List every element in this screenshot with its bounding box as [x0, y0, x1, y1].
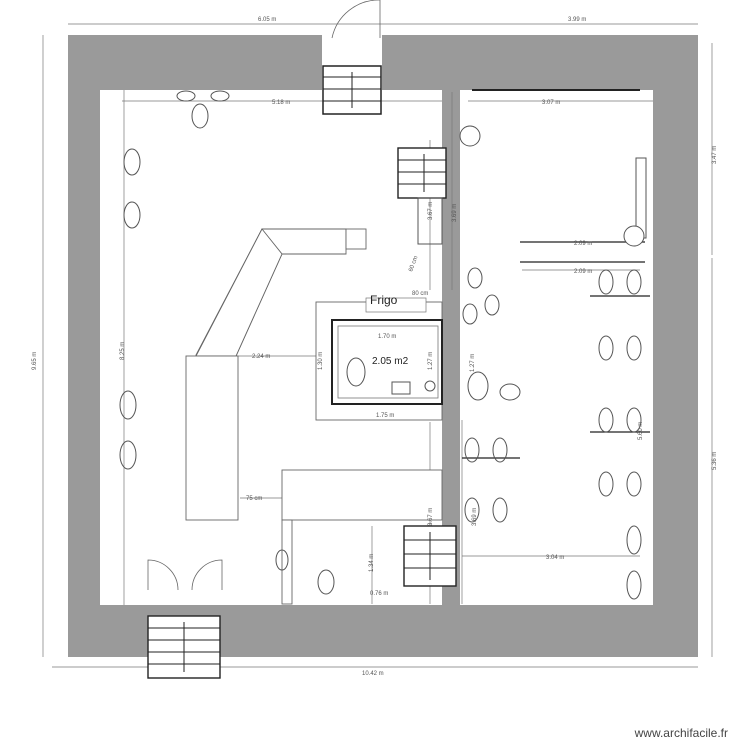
dim-small-h: 1.34 m — [369, 554, 375, 572]
dim-kitchen-top: 1.70 m — [378, 334, 396, 340]
dim-top-right: 3.99 m — [568, 17, 586, 23]
dim-inner-left-height: 8.25 m — [120, 342, 126, 360]
dim-frigo-diag: 60 cm — [408, 255, 419, 272]
dim-stair-height: 3.67 m — [428, 202, 434, 220]
right-room-furniture — [459, 89, 650, 459]
stair-lower — [403, 525, 457, 587]
chairs — [119, 90, 642, 600]
stair-upper — [397, 147, 447, 245]
dim-kitchen-right: 1.27 m — [428, 352, 434, 370]
entrance-door — [147, 559, 223, 679]
dim-kitchen-bottom: 1.75 m — [376, 413, 394, 419]
bar-counter — [185, 228, 367, 521]
dim-right-mid: 5.60 m — [638, 422, 644, 440]
dim-left-total: 9.65 m — [32, 352, 38, 370]
dim-right-small: 1.27 m — [470, 354, 476, 372]
dim-top-left: 6.05 m — [258, 17, 276, 23]
top-door — [322, 0, 382, 115]
dim-small-w: 0.76 m — [370, 591, 388, 597]
dim-corridor: 3.67 m — [428, 508, 434, 526]
dim-bar-gap: 75 cm — [246, 496, 262, 502]
dimension-labels: 6.05 m 3.99 m 10.42 m 9.65 m 3.47 m 5.36… — [32, 17, 718, 677]
dim-inner-left-top: 5.18 m — [272, 100, 290, 106]
area-label: 2.05 m2 — [372, 356, 409, 367]
dim-shelf-2: 2.09 m — [574, 269, 592, 275]
kitchen-box — [315, 297, 443, 421]
room-label-frigo: Frigo — [370, 293, 398, 307]
dim-frigo-width: 80 cm — [412, 291, 428, 297]
dim-shelf-1: 2.09 m — [574, 241, 592, 247]
dim-inner-right-top: 3.07 m — [542, 100, 560, 106]
dim-corridor-2: 3.69 m — [472, 508, 478, 526]
dim-kitchen-side: 1.30 m — [318, 352, 324, 370]
dim-right-bottom: 3.04 m — [546, 555, 564, 561]
dim-right-lower: 5.36 m — [712, 452, 718, 470]
dim-right-upper: 3.47 m — [712, 146, 718, 164]
bottom-counter — [281, 469, 443, 605]
watermark[interactable]: www.archifacile.fr — [634, 726, 728, 740]
dim-bottom-total: 10.42 m — [362, 671, 384, 677]
dim-counter-gap: 2.24 m — [252, 354, 270, 360]
dim-right-room-height: 3.69 m — [452, 204, 458, 222]
